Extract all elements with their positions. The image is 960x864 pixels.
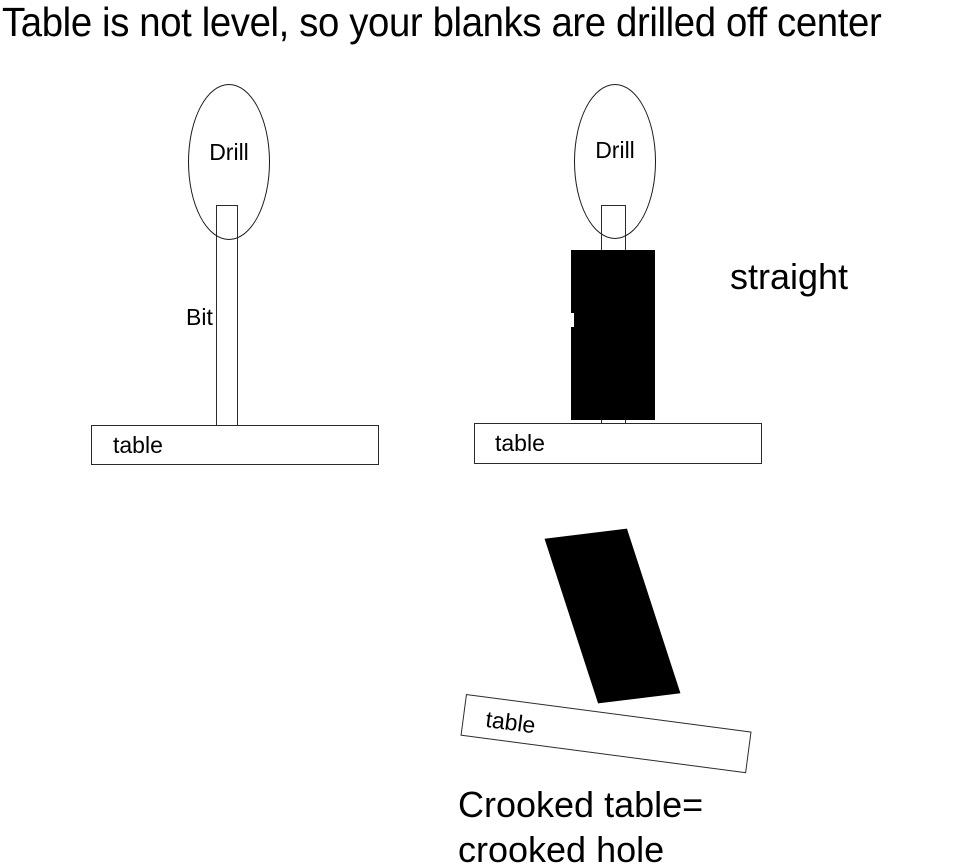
drill-body-ellipse-left: Drill	[188, 84, 270, 240]
drill-body-ellipse-middle: Drill	[574, 84, 656, 239]
drill-label-left: Drill	[209, 139, 249, 165]
workpiece-notch-middle	[571, 313, 574, 327]
workpiece-blank-crooked	[544, 528, 681, 704]
table-label-middle: table	[495, 430, 545, 456]
bit-label-left: Bit	[186, 304, 213, 330]
drill-label-middle: Drill	[595, 137, 635, 163]
table-rect-middle	[474, 423, 762, 464]
table-label-crooked: table	[484, 705, 538, 739]
table-label-left: table	[113, 432, 163, 458]
workpiece-blank-middle	[571, 250, 655, 420]
page-title: Table is not level, so your blanks are d…	[2, 0, 882, 45]
table-rect-left	[91, 425, 379, 465]
table-rect-crooked: table	[460, 694, 752, 774]
annotation-straight: straight	[730, 256, 849, 297]
annotation-crooked: Crooked table= crooked hole	[458, 784, 704, 864]
